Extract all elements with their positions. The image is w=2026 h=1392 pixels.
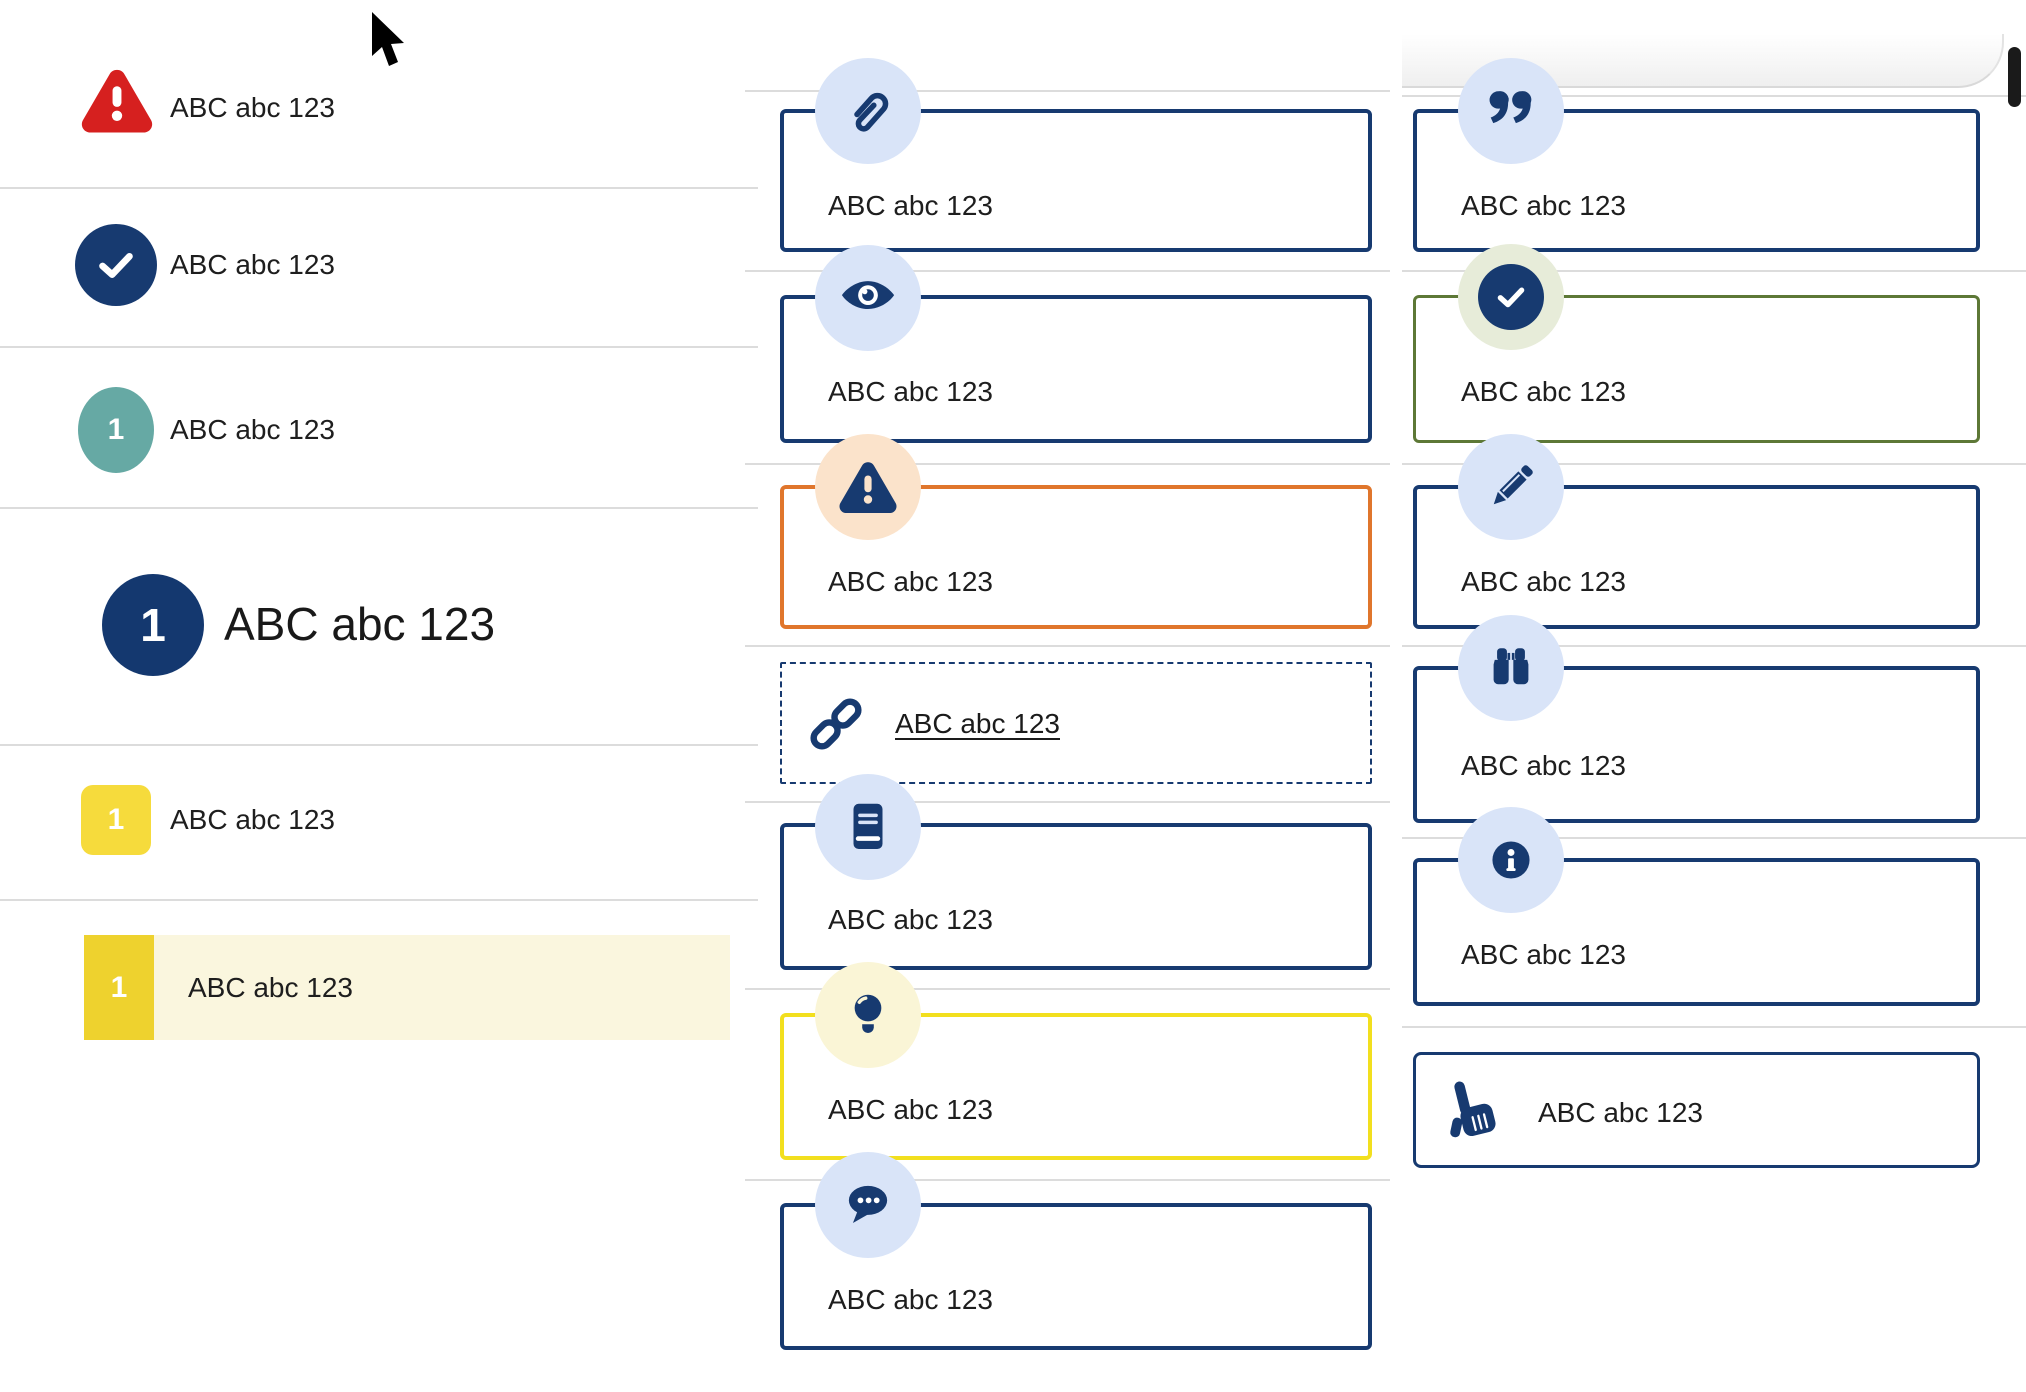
hand-pointer-icon bbox=[1450, 1081, 1496, 1138]
warning-triangle-icon bbox=[815, 434, 921, 540]
book-icon bbox=[815, 774, 921, 880]
row-divider bbox=[745, 463, 1390, 465]
list-item-check[interactable]: ABC abc 123 bbox=[0, 210, 758, 320]
row-divider bbox=[745, 988, 1390, 990]
callout-label: ABC abc 123 bbox=[828, 1094, 993, 1125]
callout-label: ABC abc 123 bbox=[1538, 1097, 1703, 1128]
callout-label: ABC abc 123 bbox=[1461, 939, 1626, 970]
callout-label: ABC abc 123 bbox=[828, 904, 993, 935]
list-item-warning[interactable]: ABC abc 123 bbox=[0, 60, 758, 160]
row-divider bbox=[0, 507, 758, 509]
eye-icon bbox=[815, 245, 921, 351]
callout-label: ABC abc 123 bbox=[828, 1284, 993, 1315]
list-item-yellow-number[interactable]: 1 ABC abc 123 bbox=[0, 770, 758, 870]
row-divider bbox=[745, 1179, 1390, 1181]
row-divider bbox=[1402, 270, 2026, 272]
check-circle-icon bbox=[75, 224, 157, 306]
callout-label: ABC abc 123 bbox=[1461, 376, 1626, 407]
row-divider bbox=[1402, 463, 2026, 465]
lightbulb-icon bbox=[815, 962, 921, 1068]
speech-bubble-icon bbox=[815, 1152, 921, 1258]
callout-label: ABC abc 123 bbox=[828, 566, 993, 597]
badge-number: 1 bbox=[140, 599, 166, 651]
list-item-big-number[interactable]: 1 ABC abc 123 bbox=[0, 560, 758, 690]
callout-label: ABC abc 123 bbox=[828, 376, 993, 407]
callout-label: ABC abc 123 bbox=[1461, 750, 1626, 781]
row-divider bbox=[0, 187, 758, 189]
big-navy-number-badge: 1 bbox=[102, 574, 204, 676]
list-item-highlighted[interactable]: 1 ABC abc 123 bbox=[84, 935, 730, 1040]
yellow-highlight-number-badge: 1 bbox=[84, 935, 154, 1040]
badge-number: 1 bbox=[107, 803, 125, 836]
teal-number-badge: 1 bbox=[78, 387, 154, 473]
callout-box-action[interactable]: ABC abc 123 bbox=[1413, 1052, 1980, 1168]
info-circle-icon bbox=[1458, 807, 1564, 913]
row-divider bbox=[1402, 837, 2026, 839]
paperclip-icon bbox=[815, 58, 921, 164]
callout-box-link[interactable]: ABC abc 123 bbox=[780, 662, 1372, 784]
binoculars-icon bbox=[1458, 615, 1564, 721]
list-item-teal-number[interactable]: 1 ABC abc 123 bbox=[0, 380, 758, 480]
row-divider bbox=[745, 801, 1390, 803]
warning-triangle-icon bbox=[81, 69, 153, 133]
row-divider bbox=[1402, 95, 2026, 97]
row-divider bbox=[745, 645, 1390, 647]
mouse-cursor-arrow bbox=[370, 10, 406, 68]
row-divider bbox=[1402, 1026, 2026, 1028]
callout-label: ABC abc 123 bbox=[1461, 566, 1626, 597]
quote-icon bbox=[1458, 58, 1564, 164]
badge-number: 1 bbox=[110, 970, 128, 1004]
badge-number: 1 bbox=[107, 413, 125, 446]
yellow-number-badge: 1 bbox=[81, 785, 151, 855]
link-icon bbox=[810, 698, 862, 750]
list-item-label: ABC abc 123 bbox=[188, 972, 353, 1003]
callout-box-attachment[interactable] bbox=[780, 109, 1372, 252]
check-circle-icon bbox=[1458, 244, 1564, 350]
list-item-label: ABC abc 123 bbox=[170, 249, 335, 280]
row-divider bbox=[0, 346, 758, 348]
list-item-label: ABC abc 123 bbox=[170, 92, 335, 123]
list-item-label: ABC abc 123 bbox=[170, 414, 335, 445]
row-divider bbox=[1402, 645, 2026, 647]
row-divider bbox=[0, 899, 758, 901]
row-divider bbox=[745, 90, 1390, 92]
scrollbar-thumb[interactable] bbox=[2008, 47, 2021, 107]
callout-label: ABC abc 123 bbox=[1461, 190, 1626, 221]
callout-link[interactable]: ABC abc 123 bbox=[895, 708, 1060, 739]
list-item-label-large: ABC abc 123 bbox=[224, 598, 496, 650]
callout-label: ABC abc 123 bbox=[828, 190, 993, 221]
row-divider bbox=[0, 744, 758, 746]
list-item-label: ABC abc 123 bbox=[170, 804, 335, 835]
row-divider bbox=[745, 270, 1390, 272]
pencil-icon bbox=[1458, 434, 1564, 540]
